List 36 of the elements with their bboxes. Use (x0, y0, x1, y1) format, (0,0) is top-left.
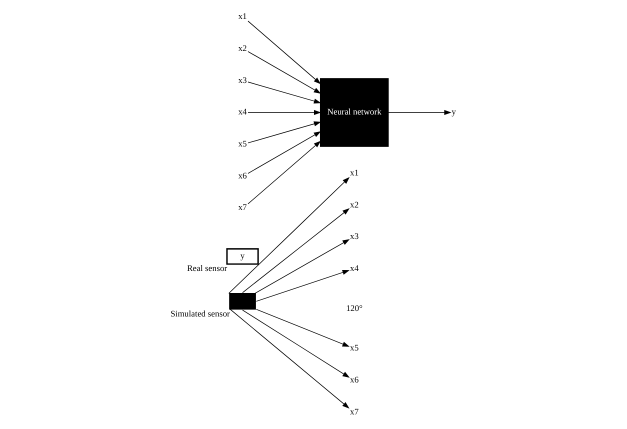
node-text: x1 (350, 167, 358, 178)
node-text: x7 (350, 406, 358, 416)
node-box: Neural network (319, 78, 388, 147)
node-text: x5 (350, 342, 358, 353)
arrow (247, 140, 320, 204)
arrow (247, 131, 321, 174)
node-text: x2 (350, 199, 358, 210)
node-text: x7 (238, 202, 246, 212)
arrow (388, 110, 451, 115)
arrow (247, 51, 321, 94)
node-text: x2 (238, 43, 246, 54)
node-box (228, 293, 256, 310)
arrow (254, 239, 350, 294)
arrow (247, 82, 321, 104)
arrow (247, 121, 321, 144)
arrow (255, 270, 350, 302)
arrow (247, 110, 321, 115)
arrow (229, 308, 349, 409)
node-text: x6 (350, 374, 358, 384)
arrow (247, 20, 320, 84)
label: 120° (346, 302, 362, 313)
node-text: x3 (238, 74, 246, 85)
node-text: x4 (350, 263, 358, 274)
node-text: x6 (238, 170, 246, 180)
node-text: x5 (238, 138, 246, 149)
arrow (228, 177, 350, 294)
node-text: x4 (238, 106, 246, 117)
node-text: x3 (350, 231, 358, 242)
arrow (242, 208, 350, 294)
node-text: y (451, 106, 456, 117)
node-text: x1 (238, 11, 246, 22)
node-label: Simulated sensor (170, 308, 230, 318)
node-label: Real sensor (186, 263, 227, 274)
node-box: y (226, 248, 258, 265)
arrow (255, 308, 350, 347)
arrow (242, 310, 350, 378)
